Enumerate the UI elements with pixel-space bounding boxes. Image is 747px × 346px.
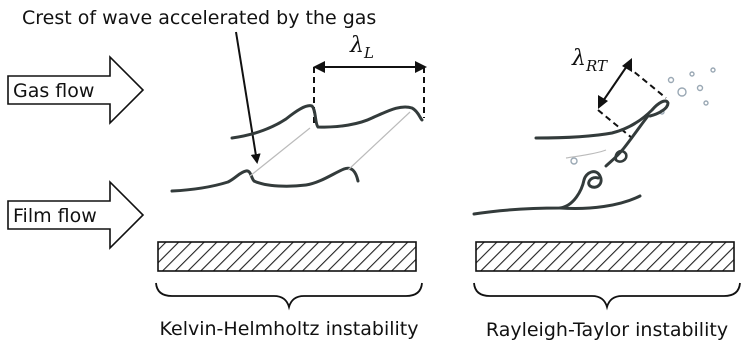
film-flow-arrow: Film flow bbox=[7, 180, 145, 250]
rt-ligament bbox=[604, 114, 650, 168]
rt-curl bbox=[614, 149, 628, 163]
rt-wavelength-arrowhead-bottom bbox=[598, 95, 608, 109]
rt-lambda: λ bbox=[571, 46, 586, 71]
crest-pointer-arrow bbox=[235, 31, 261, 164]
kh-lower-interface bbox=[170, 166, 360, 193]
gas-flow-arrow: Gas flow bbox=[7, 55, 145, 125]
rt-lambda-subscript: RT bbox=[585, 57, 608, 75]
rt-wavelength-label: λRT bbox=[571, 46, 608, 75]
rt-upper-interface bbox=[534, 99, 670, 140]
kh-wavelength-arrowhead-left bbox=[313, 61, 325, 73]
rt-right-dashed-guide bbox=[597, 109, 633, 139]
rt-lower-interface bbox=[472, 170, 603, 216]
film-flow-label: Film flow bbox=[13, 205, 97, 227]
rt-brace bbox=[473, 282, 741, 311]
kh-wavelength-arrowhead-right bbox=[415, 61, 427, 73]
rayleigh-taylor-panel: λRT Rayleigh-Taylor instability bbox=[472, 46, 741, 341]
rt-left-dashed-guide bbox=[626, 65, 667, 99]
kh-crest-streak bbox=[249, 127, 311, 177]
kh-wavelength-label: λL bbox=[349, 33, 374, 62]
droplet bbox=[696, 84, 704, 92]
droplet bbox=[667, 76, 675, 84]
film-flow-arrow-shape bbox=[7, 180, 145, 250]
rt-lower-tail bbox=[558, 194, 642, 210]
gas-flow-arrow-shape bbox=[7, 55, 145, 125]
kelvin-helmholtz-panel: λL Kelvin-Helmholtz instability bbox=[155, 33, 427, 340]
kh-brace bbox=[155, 282, 423, 311]
droplet bbox=[570, 157, 578, 165]
kh-upper-interface bbox=[230, 104, 424, 140]
rt-wavelength-arrow bbox=[600, 62, 630, 105]
kh-lambda: λ bbox=[349, 33, 364, 58]
kh-crest-streak bbox=[347, 111, 411, 171]
kh-wall bbox=[157, 241, 417, 272]
kh-caption: Kelvin-Helmholtz instability bbox=[160, 318, 419, 340]
droplet bbox=[710, 67, 716, 73]
droplet bbox=[689, 71, 695, 77]
droplet bbox=[677, 87, 687, 97]
rt-faint-streak bbox=[565, 149, 607, 159]
rt-wavelength-arrowhead-top bbox=[622, 58, 632, 72]
gas-flow-label: Gas flow bbox=[13, 80, 94, 102]
rt-caption: Rayleigh-Taylor instability bbox=[486, 319, 728, 341]
crest-annotation: Crest of wave accelerated by the gas bbox=[22, 7, 376, 29]
rt-droplets bbox=[570, 67, 716, 165]
droplet bbox=[703, 100, 709, 106]
kh-lambda-subscript: L bbox=[363, 44, 374, 62]
rt-wall bbox=[475, 241, 735, 272]
